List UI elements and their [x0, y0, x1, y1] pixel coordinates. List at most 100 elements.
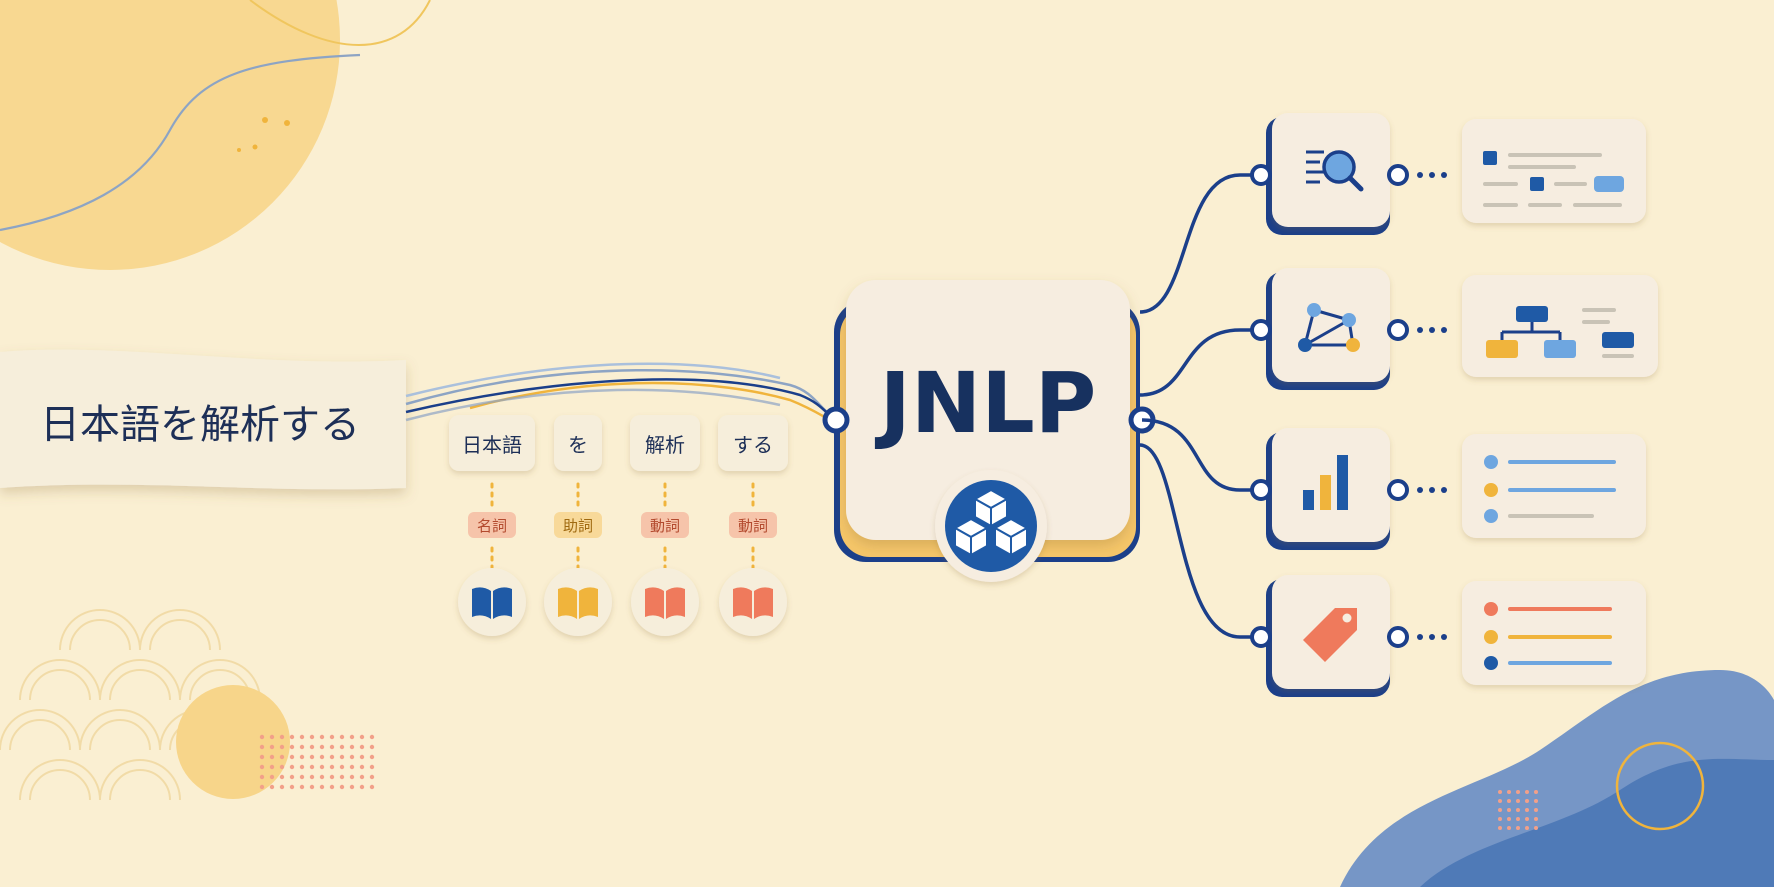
dot	[299, 744, 305, 750]
dot	[299, 774, 305, 780]
dot	[309, 754, 315, 760]
output-row-4	[1250, 575, 1646, 697]
result-card-2	[1462, 275, 1658, 377]
dot	[329, 784, 335, 790]
dot	[339, 734, 345, 740]
dot	[369, 744, 375, 750]
flow-lines	[405, 362, 835, 424]
dot	[329, 754, 335, 760]
dot-grid	[259, 734, 375, 790]
dot	[339, 784, 345, 790]
dot	[349, 764, 355, 770]
dot	[279, 744, 285, 750]
dot	[279, 764, 285, 770]
token-surface: を	[568, 433, 588, 457]
token-pos: 動詞	[738, 517, 768, 535]
dot	[1516, 808, 1520, 812]
dot	[359, 734, 365, 740]
dot	[309, 784, 315, 790]
dot	[1498, 826, 1502, 830]
dot	[339, 744, 345, 750]
dot	[359, 754, 365, 760]
dot	[1507, 808, 1511, 812]
dot	[329, 734, 335, 740]
dot	[339, 754, 345, 760]
dot	[309, 744, 315, 750]
dot	[349, 744, 355, 750]
dot	[339, 774, 345, 780]
dot	[269, 744, 275, 750]
dot	[1516, 817, 1520, 821]
dot	[359, 774, 365, 780]
dot	[1498, 817, 1502, 821]
sun-blob-top-left	[0, 0, 340, 270]
dot	[1507, 790, 1511, 794]
dot	[369, 774, 375, 780]
token-pos: 助詞	[563, 517, 593, 535]
dot	[309, 764, 315, 770]
result-card-4	[1462, 581, 1646, 685]
dot	[359, 764, 365, 770]
dot	[319, 734, 325, 740]
dot	[1534, 808, 1538, 812]
search-icon	[1306, 150, 1364, 192]
dot	[1507, 799, 1511, 803]
dot	[279, 784, 285, 790]
book-icon	[472, 587, 512, 619]
dot	[269, 734, 275, 740]
dot	[1507, 817, 1511, 821]
jnlp-hub: JNLP	[822, 280, 1156, 582]
hub-title: JNLP	[875, 354, 1097, 452]
dot	[1516, 799, 1520, 803]
dot	[329, 764, 335, 770]
dot	[279, 754, 285, 760]
dot	[1534, 817, 1538, 821]
output-column	[1250, 113, 1658, 697]
dot	[1525, 799, 1529, 803]
token-pos: 名詞	[477, 517, 507, 535]
cubes-icon	[952, 488, 1030, 557]
dot	[269, 774, 275, 780]
result-card-3	[1462, 434, 1646, 538]
ring-decor	[1615, 741, 1705, 831]
seigaiha-pattern	[0, 609, 261, 801]
dot	[349, 774, 355, 780]
dot-grid	[1498, 790, 1538, 830]
hub-connectors	[1139, 173, 1258, 639]
dot	[359, 784, 365, 790]
dot	[289, 764, 295, 770]
dot	[359, 744, 365, 750]
dot	[369, 784, 375, 790]
dot	[319, 754, 325, 760]
token-surface: 日本語	[462, 433, 522, 457]
dot	[289, 744, 295, 750]
dot	[339, 764, 345, 770]
dot	[349, 734, 355, 740]
dot	[1507, 826, 1511, 830]
dot	[369, 734, 375, 740]
dot	[259, 784, 265, 790]
dot	[309, 734, 315, 740]
output-row-3	[1250, 428, 1646, 550]
dot	[289, 784, 295, 790]
book-icon	[645, 587, 685, 619]
dot	[289, 754, 295, 760]
dot	[1525, 808, 1529, 812]
book-icon	[558, 587, 598, 619]
dot	[279, 734, 285, 740]
graph-icon	[1298, 303, 1360, 352]
dot	[259, 744, 265, 750]
book-icon	[733, 587, 773, 619]
dot	[1525, 817, 1529, 821]
dot	[1516, 826, 1520, 830]
dot	[289, 734, 295, 740]
result-card-1	[1462, 119, 1646, 223]
dot	[329, 744, 335, 750]
dot	[299, 784, 305, 790]
dot	[259, 774, 265, 780]
output-row-2	[1250, 268, 1658, 390]
dot	[1534, 826, 1538, 830]
dot	[299, 734, 305, 740]
